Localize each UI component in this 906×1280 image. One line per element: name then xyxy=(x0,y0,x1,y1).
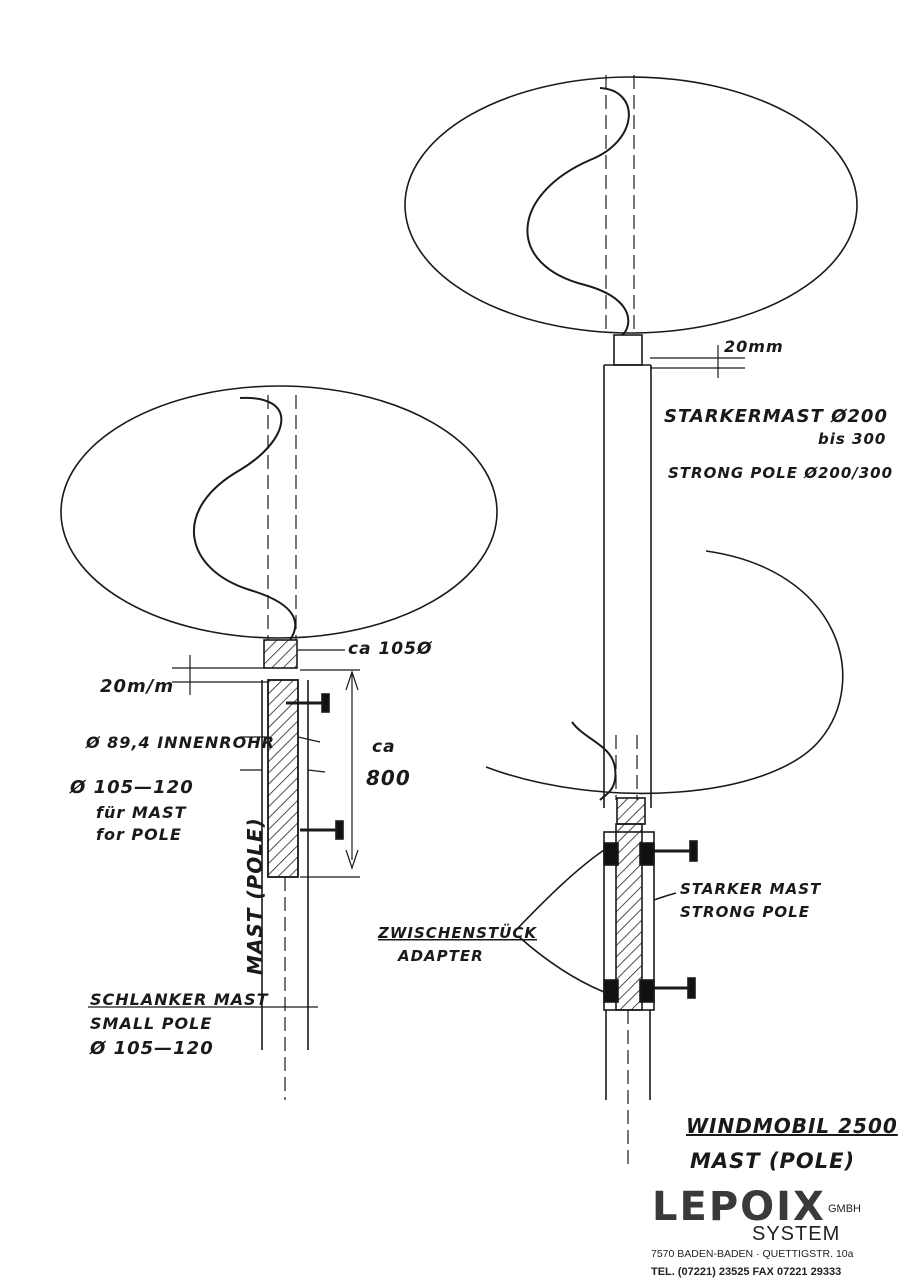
label-small-mast-dia: Ø 105—120 xyxy=(89,1038,214,1059)
company-stamp: LEPOIX GMBH SYSTEM 7570 BADEN-BADEN · QU… xyxy=(651,1184,861,1278)
rotor-ellipse-left xyxy=(60,385,498,639)
rotor-blade-right-top xyxy=(526,87,630,336)
label-strong-mast-en: STRONG POLE Ø200/300 xyxy=(668,464,893,482)
label-mast-diameter: Ø 105—120 xyxy=(69,777,194,798)
label-sleeve-de: STARKER MAST xyxy=(680,880,822,898)
label-mast-for-de: für MAST xyxy=(96,803,187,822)
label-strong-mast-range: bis 300 xyxy=(818,430,886,448)
title-product: WINDMOBIL 2500 xyxy=(686,1114,898,1138)
label-mast-for-en: for POLE xyxy=(96,825,182,844)
label-small-mast-de: SCHLANKER MAST xyxy=(90,990,269,1009)
label-gap-right: 20mm xyxy=(724,337,784,356)
rotor-blade-right-bottom xyxy=(571,721,617,801)
label-insert-length-2: 800 xyxy=(366,766,411,790)
label-strong-mast-de: STARKERMAST Ø200 xyxy=(664,406,888,427)
company-system: SYSTEM xyxy=(752,1223,840,1245)
label-adapter-en: ADAPTER xyxy=(397,947,484,965)
label-inner-tube: Ø 89,4 INNENROHR xyxy=(85,733,275,752)
label-gap-left: 20m/m xyxy=(100,676,174,697)
rotor-ellipse-right-top xyxy=(404,76,858,334)
label-insert-length-1: ca xyxy=(372,737,396,757)
company-gmbh: GMBH xyxy=(828,1203,861,1215)
rotor-ellipse-right-bottom xyxy=(485,550,844,795)
label-top-diameter: ca 105Ø xyxy=(348,639,433,659)
label-sleeve-en: STRONG POLE xyxy=(680,903,810,921)
right-assembly xyxy=(404,75,858,1165)
label-small-mast-en: SMALL POLE xyxy=(90,1014,212,1033)
label-adapter-de: ZWISCHENSTÜCK xyxy=(377,923,537,942)
label-mast-vertical: MAST (POLE) xyxy=(243,817,267,975)
title-subtitle: MAST (POLE) xyxy=(690,1149,855,1173)
rotor-blade-left xyxy=(192,396,297,641)
company-phone: TEL. (07221) 23525 FAX 07221 29333 xyxy=(651,1266,841,1278)
left-assembly xyxy=(60,385,498,1100)
company-address: 7570 BADEN-BADEN · QUETTIGSTR. 10a xyxy=(651,1248,854,1260)
company-logo: LEPOIX xyxy=(652,1184,826,1230)
